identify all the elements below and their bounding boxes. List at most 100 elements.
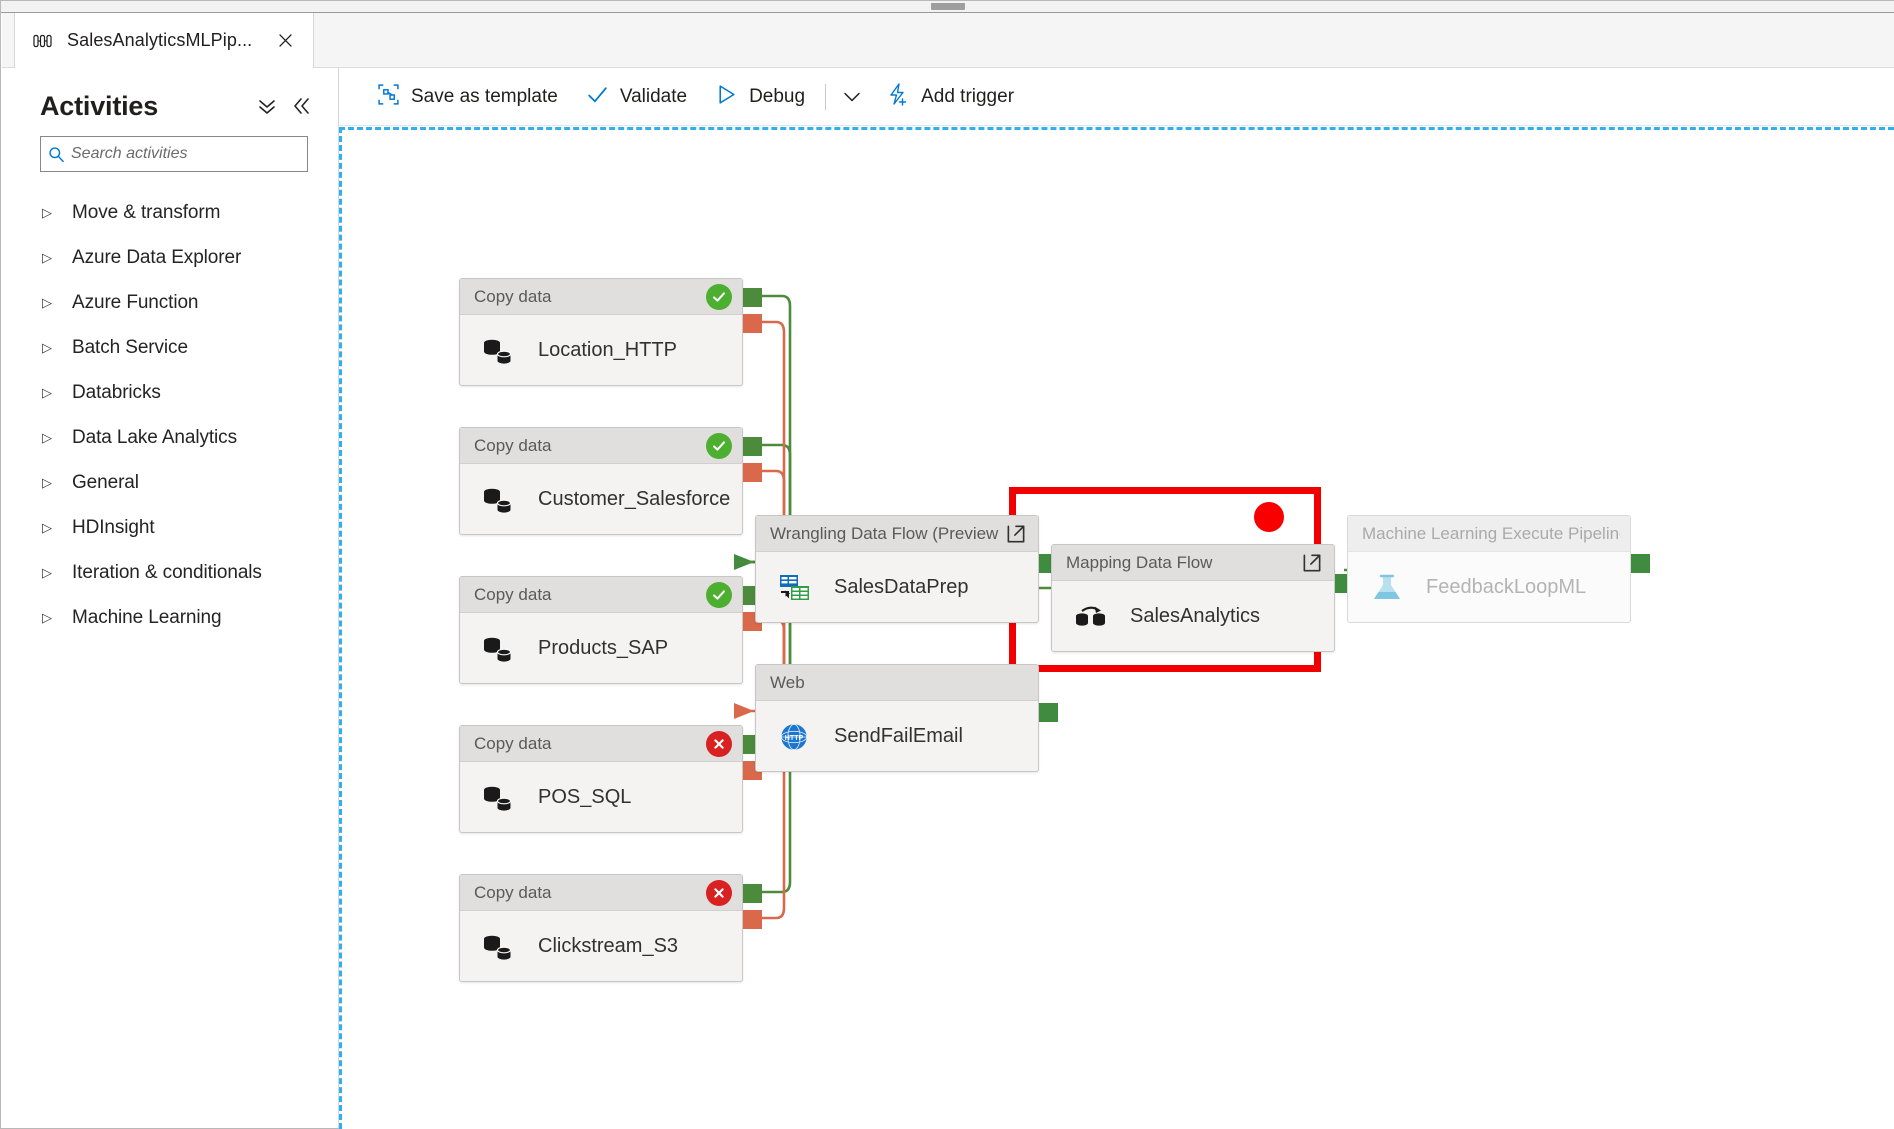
activity-node-pos-sql[interactable]: Copy data [459, 725, 762, 833]
node-header: Wrangling Data Flow (Preview [756, 516, 1038, 552]
sidebar-item-azure-data-explorer[interactable]: ▷ Azure Data Explorer [2, 235, 338, 280]
add-trigger-button[interactable]: Add trigger [872, 77, 1028, 117]
chevron-right-icon: ▷ [42, 385, 52, 400]
node-body: Products_SAP [460, 613, 742, 684]
copy-data-icon [482, 335, 516, 367]
node-type-label: Copy data [474, 882, 552, 902]
success-output-port[interactable] [743, 437, 762, 456]
sidebar-item-batch-service[interactable]: ▷ Batch Service [2, 325, 338, 370]
copy-data-icon [482, 484, 516, 516]
failure-output-port[interactable] [743, 314, 762, 333]
chevron-right-icon: ▷ [42, 565, 52, 580]
sidebar-item-label: General [72, 471, 139, 493]
node-name-label: Products_SAP [538, 637, 669, 659]
success-output-port[interactable] [1039, 703, 1058, 722]
red-status-dot [1254, 502, 1284, 532]
sidebar-item-data-lake-analytics[interactable]: ▷ Data Lake Analytics [2, 415, 338, 460]
pipeline-canvas[interactable]: Copy data [339, 127, 1894, 1129]
chevron-right-icon: ▷ [42, 475, 52, 490]
window-top-bar [1, 1, 1894, 13]
sidebar-item-label: Move & transform [72, 201, 221, 223]
pipeline-icon [33, 33, 53, 49]
node-type-label: Copy data [474, 733, 552, 753]
success-output-port[interactable] [743, 288, 762, 307]
node-header: Copy data [460, 279, 742, 315]
node-type-label: Copy data [474, 435, 552, 455]
node-header: Mapping Data Flow [1052, 545, 1334, 581]
node-name-label: Customer_Salesforce [538, 488, 731, 510]
checkmark-icon [586, 83, 609, 111]
success-output-port[interactable] [743, 884, 762, 903]
activity-node-feedbackloopml[interactable]: Machine Learning Execute Pipeline Feedba… [1347, 515, 1650, 623]
search-input[interactable] [71, 145, 307, 163]
lightning-plus-icon [886, 82, 910, 111]
chevron-right-icon: ▷ [42, 610, 52, 625]
node-body: FeedbackLoopML [1348, 552, 1630, 623]
debug-button[interactable]: Debug [701, 77, 819, 117]
sidebar-item-general[interactable]: ▷ General [2, 460, 338, 505]
node-body: Customer_Salesforce [460, 464, 742, 535]
chevron-double-down-icon[interactable] [252, 91, 282, 121]
search-box[interactable] [40, 136, 308, 172]
sidebar-item-label: Data Lake Analytics [72, 426, 237, 448]
check-circle-icon [706, 581, 732, 608]
sidebar-item-move-transform[interactable]: ▷ Move & transform [2, 190, 338, 235]
open-in-new-icon[interactable] [1300, 551, 1324, 575]
sidebar-item-machine-learning[interactable]: ▷ Machine Learning [2, 595, 338, 640]
save-as-template-label: Save as template [411, 85, 558, 107]
success-output-port[interactable] [1631, 554, 1650, 573]
node-type-label: Wrangling Data Flow (Preview [770, 523, 999, 543]
window-drag-handle[interactable] [931, 3, 965, 10]
failure-output-port[interactable] [743, 910, 762, 929]
node-body: SalesDataPrep [756, 552, 1038, 623]
failure-output-port[interactable] [743, 463, 762, 482]
node-body: HTTP SendFailEmail [756, 701, 1038, 772]
sidebar-item-label: Azure Function [72, 291, 199, 313]
node-type-label: Machine Learning Execute Pipeline [1362, 523, 1620, 543]
node-header: Machine Learning Execute Pipeline [1348, 516, 1630, 552]
activity-node-salesdataprep[interactable]: Wrangling Data Flow (Preview [755, 515, 1058, 623]
node-name-label: POS_SQL [538, 786, 632, 808]
sidebar-item-azure-function[interactable]: ▷ Azure Function [2, 280, 338, 325]
mapping-data-flow-icon [1074, 601, 1108, 633]
chevron-right-icon: ▷ [42, 520, 52, 535]
save-as-template-button[interactable]: Save as template [363, 77, 572, 117]
canvas-content: Copy data [342, 130, 1894, 1129]
activity-node-sendfailemail[interactable]: Web HTTP [755, 664, 1058, 772]
sidebar-item-databricks[interactable]: ▷ Databricks [2, 370, 338, 415]
sidebar-item-iteration-conditionals[interactable]: ▷ Iteration & conditionals [2, 550, 338, 595]
activity-node-clickstream-s3[interactable]: Copy data [459, 874, 762, 982]
open-in-new-icon[interactable] [1004, 522, 1028, 546]
activity-node-salesanalytics[interactable]: Mapping Data Flow [1051, 544, 1354, 652]
node-type-label: Mapping Data Flow [1066, 552, 1213, 572]
node-header: Copy data [460, 726, 742, 762]
node-body: SalesAnalytics [1052, 581, 1334, 652]
tab-strip: SalesAnalyticsMLPip... [2, 13, 1894, 68]
chevron-right-icon: ▷ [42, 205, 52, 220]
node-body: POS_SQL [460, 762, 742, 833]
sidebar-item-hdinsight[interactable]: ▷ HDInsight [2, 505, 338, 550]
node-body: Location_HTTP [460, 315, 742, 386]
close-icon[interactable] [274, 30, 296, 52]
activity-node-location-http[interactable]: Copy data [459, 278, 762, 386]
debug-label: Debug [749, 85, 806, 107]
copy-data-icon [482, 633, 516, 665]
chevron-down-icon[interactable] [832, 77, 872, 117]
search-icon [41, 146, 71, 163]
chevron-double-left-icon[interactable] [286, 91, 316, 121]
activities-list: ▷ Move & transform ▷ Azure Data Explorer… [2, 190, 338, 640]
tab-salesanalyticsmlpipeline[interactable]: SalesAnalyticsMLPip... [14, 13, 314, 68]
wrangling-data-flow-icon [778, 572, 812, 604]
chevron-right-icon: ▷ [42, 340, 52, 355]
node-type-label: Copy data [474, 286, 552, 306]
validate-button[interactable]: Validate [572, 77, 701, 117]
copy-data-icon [482, 931, 516, 963]
activities-header: Activities [2, 68, 338, 126]
activity-node-customer-salesforce[interactable]: Copy data [459, 427, 762, 535]
node-header: Copy data [460, 428, 742, 464]
play-icon [715, 83, 738, 111]
chevron-right-icon: ▷ [42, 295, 52, 310]
activity-node-products-sap[interactable]: Copy data [459, 576, 762, 684]
node-header: Copy data [460, 577, 742, 613]
